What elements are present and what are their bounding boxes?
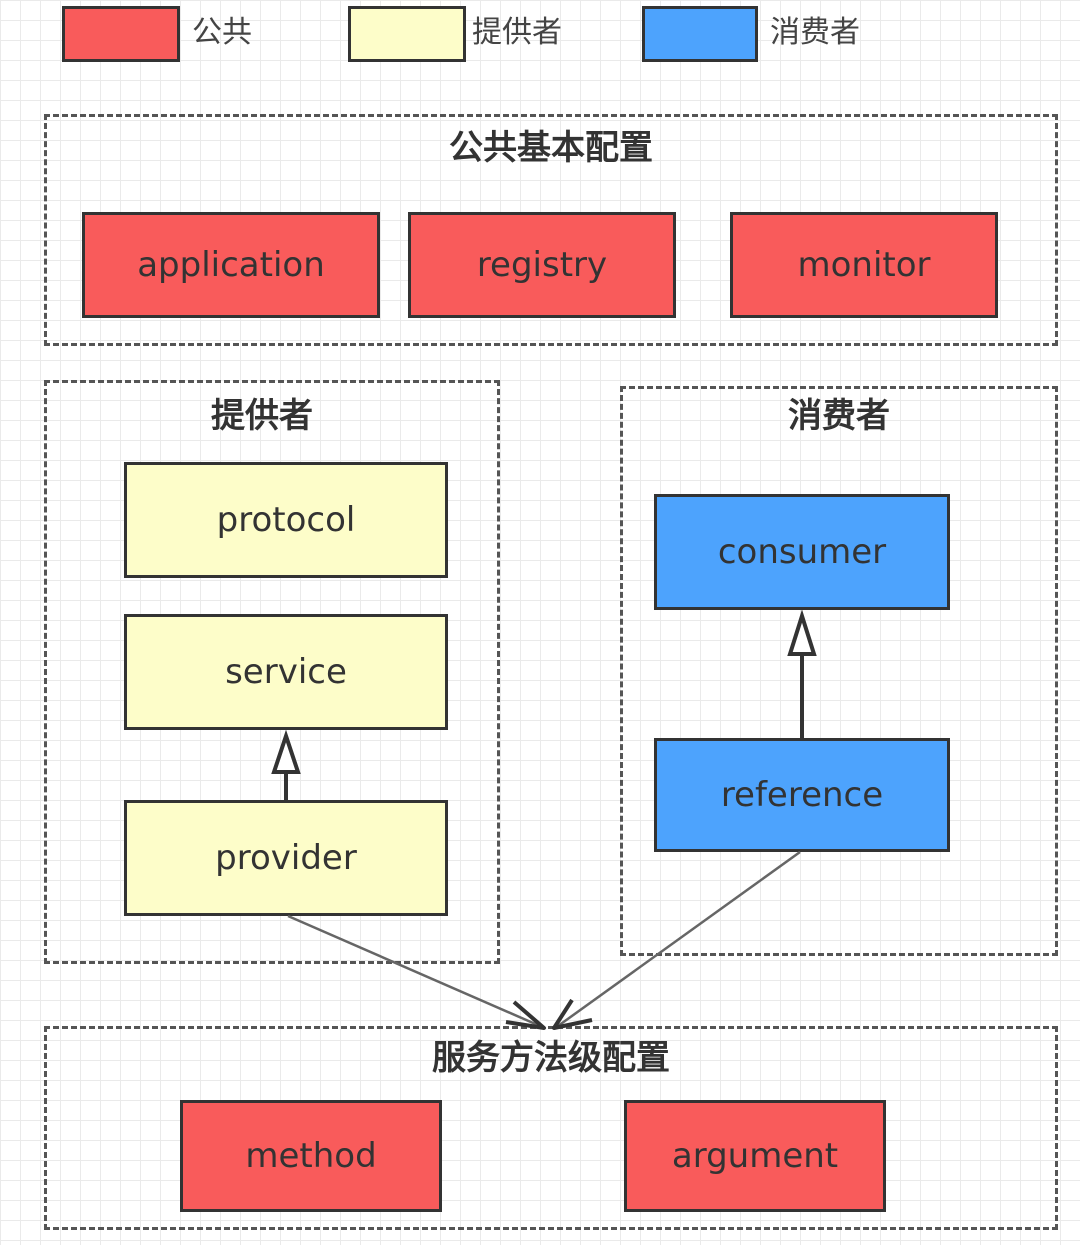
legend-swatch-consumer [642, 6, 758, 62]
node-consumer: consumer [654, 494, 950, 610]
arrowhead-reference-to-method-config [552, 998, 593, 1030]
arrowhead-provider-to-method-config [505, 1000, 546, 1030]
group-title-method-level-config: 服务方法级配置 [432, 1038, 670, 1078]
group-title-public-basic-config: 公共基本配置 [449, 128, 653, 168]
node-argument: argument [624, 1100, 886, 1212]
node-monitor: monitor [730, 212, 998, 318]
node-reference: reference [654, 738, 950, 852]
group-title-provider: 提供者 [211, 396, 313, 436]
legend-label-provider: 提供者 [472, 15, 562, 50]
group-public-basic-config: 公共基本配置 [44, 114, 1058, 346]
group-title-consumer: 消费者 [788, 396, 890, 436]
legend-swatch-provider [348, 6, 466, 62]
node-application: application [82, 212, 380, 318]
legend-label-consumer: 消费者 [770, 15, 860, 50]
legend-swatch-public [62, 6, 180, 62]
node-provider: provider [124, 800, 448, 916]
group-method-level-config: 服务方法级配置 [44, 1026, 1058, 1230]
node-method: method [180, 1100, 442, 1212]
group-consumer: 消费者 [620, 386, 1058, 956]
group-provider: 提供者 [44, 380, 500, 964]
node-protocol: protocol [124, 462, 448, 578]
node-service: service [124, 614, 448, 730]
legend-label-public: 公共 [192, 15, 252, 50]
node-registry: registry [408, 212, 676, 318]
